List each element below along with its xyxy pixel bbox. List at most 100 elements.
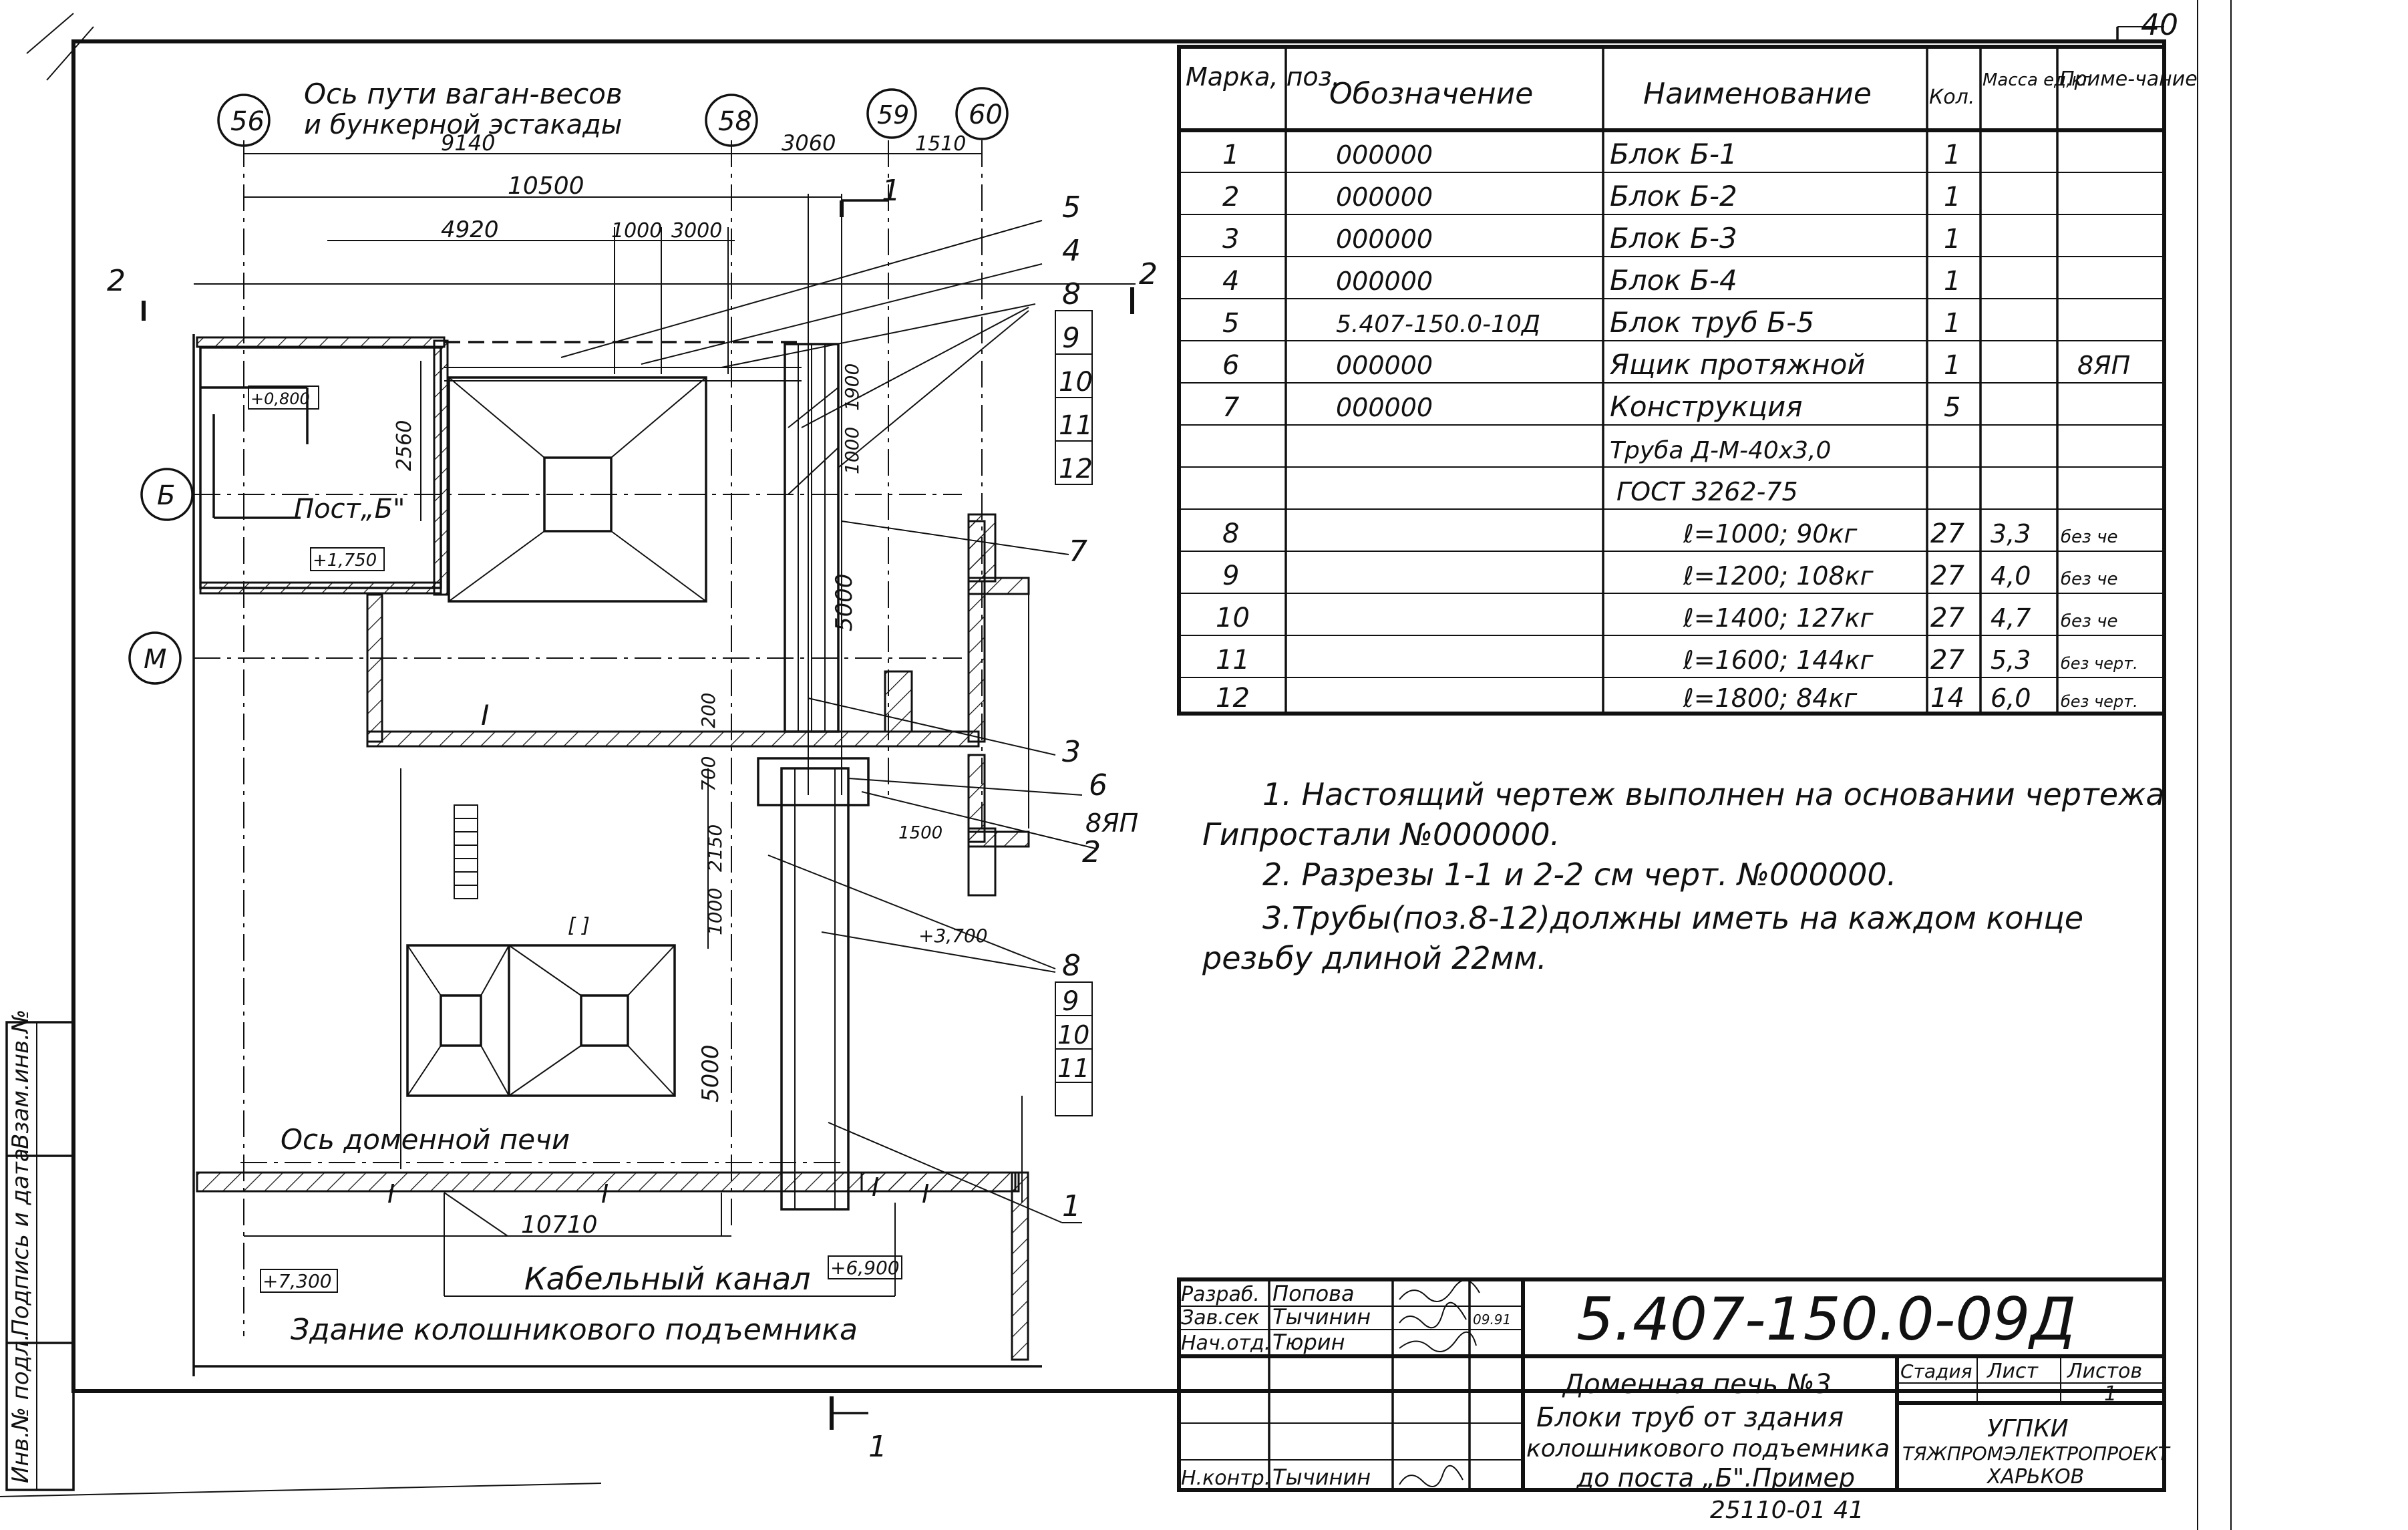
name-developer: Попова (1272, 1281, 1355, 1306)
note-1b: Гипростали №000000. (1202, 816, 1560, 853)
row-mass: 3,3 (1991, 519, 2031, 549)
callout-1: 1 (1062, 1189, 1081, 1223)
side-stamp-sign: Подпись и дата (7, 1148, 34, 1336)
beam-mark-2: I (387, 1179, 395, 1209)
role-norm-control: Н.контр. (1181, 1467, 1270, 1490)
row-mass: 6,0 (1991, 683, 2031, 713)
dim-700: 700 (697, 756, 719, 792)
row-note: без че (2061, 527, 2117, 547)
level-7300: +7,300 (263, 1270, 332, 1292)
note-2: 2. Разрезы 1-1 и 2-2 см черт. №000000. (1262, 857, 1896, 893)
callout-7: 7 (1069, 534, 1087, 569)
callout-11-bottom: 11 (1057, 1054, 1089, 1083)
plan-drawing (128, 87, 1136, 1430)
spec-header-mark: Марка, поз. (1186, 62, 1340, 92)
note-3b: резьбу длиной 22мм. (1202, 940, 1547, 976)
sheet-frame (0, 0, 2232, 1530)
name-dept-head: Тюрин (1272, 1330, 1345, 1355)
row-mark: 9 (1222, 561, 1239, 591)
axis-bubble-m (128, 631, 182, 685)
title-block (1177, 1277, 2166, 1492)
dim-3060: 3060 (782, 130, 836, 156)
org-line-3: ХАРЬКОВ (1986, 1465, 2084, 1489)
callout-3: 3 (1062, 735, 1081, 769)
section-mark-1-top: 1 (882, 174, 900, 208)
axis-label-60: 60 (969, 100, 1003, 130)
pipe-block-lower (780, 767, 850, 1211)
row-designation: 000000 (1336, 140, 1433, 170)
row-qty: 1 (1944, 266, 1960, 297)
org-line-1: УГПКИ (1987, 1415, 2069, 1442)
date-sector-head: 09.91 (1473, 1312, 1511, 1328)
row-designation: 000000 (1336, 267, 1433, 296)
section-mark-2-left: 2 (107, 264, 126, 298)
callout-2: 2 (1082, 835, 1101, 869)
row-name: ℓ=1800; 84кг (1683, 683, 1858, 713)
role-sector-head: Зав.сек (1181, 1306, 1260, 1330)
level-1750: +1,750 (313, 551, 377, 571)
row-note: без че (2061, 611, 2117, 631)
table-row: 10 ℓ=1400; 127кг 27 4,7 без че (1216, 603, 2117, 633)
row-mark: 12 (1216, 683, 1250, 714)
row-mark: 10 (1216, 603, 1250, 633)
sheets-value: 1 (2104, 1382, 2117, 1406)
sheet-label: Лист (1987, 1360, 2039, 1383)
table-row: 4 000000 Блок Б-4 1 (1222, 264, 1960, 297)
pull-box (757, 757, 870, 806)
title-line-4: до поста „Б".Пример (1576, 1463, 1855, 1493)
row-mark: 11 (1216, 645, 1250, 675)
table-row: 6 000000 Ящик протяжной 1 8ЯП (1222, 348, 2130, 381)
row-note: без черт. (2061, 654, 2138, 673)
table-row: 9 ℓ=1200; 108кг 27 4,0 без че (1222, 561, 2117, 591)
table-row: 7 000000 Конструкция 5 (1222, 390, 1960, 423)
beam-mark-4: I (872, 1173, 879, 1202)
row-name: Блок Б-4 (1610, 264, 1737, 297)
row-name: Блок Б-2 (1610, 180, 1737, 212)
callout-10-bottom: 10 (1057, 1020, 1089, 1050)
table-row: 3 000000 Блок Б-3 1 (1222, 222, 1960, 255)
spec-header-designation: Обозначение (1329, 77, 1533, 111)
bracket-marks: [ ] (568, 914, 590, 937)
table-row: 12 ℓ=1800; 84кг 14 6,0 без черт. (1216, 683, 2138, 714)
row-name: Блок Б-1 (1610, 138, 1737, 170)
dim-4920: 4920 (441, 216, 499, 243)
dim-1900: 1900 (841, 363, 863, 411)
dim-1000c: 1000 (704, 888, 726, 935)
axis-label-56: 56 (230, 106, 265, 137)
axis-bubble-b (140, 468, 194, 521)
axis-label-b: Б (157, 480, 175, 511)
dim-5000a: 5000 (831, 573, 858, 631)
name-norm-control: Тычинин (1272, 1465, 1371, 1490)
org-line-2: ТЯЖПРОМЭЛЕКТРОПРОЕКТ (1902, 1442, 2171, 1465)
axis-label-58: 58 (718, 106, 752, 137)
beam-mark-5: I (922, 1179, 929, 1209)
beam-mark-1: I (481, 699, 489, 732)
row-note: 8ЯП (2077, 351, 2130, 380)
axis-label-59: 59 (877, 100, 909, 130)
row-qty: 1 (1944, 350, 1960, 381)
row-qty: 1 (1944, 140, 1960, 170)
spec-header-note: Приме-чание (2059, 67, 2198, 91)
row-name: ℓ=1000; 90кг (1683, 519, 1858, 549)
sheets-label: Листов (2067, 1360, 2142, 1383)
axis-bubble-56 (217, 94, 271, 147)
callout-4: 4 (1062, 234, 1081, 268)
level-0800: +0,800 (250, 390, 310, 408)
spec-table (1177, 45, 2166, 716)
axis-bubble-60 (955, 87, 1009, 140)
row-mass: 5,3 (1991, 645, 2031, 675)
spec-header-name: Наименование (1643, 77, 1872, 111)
note-1a: 1. Настоящий чертеж выполнен на основани… (1262, 776, 2165, 812)
section-mark-2-right: 2 (1139, 257, 1158, 291)
title-line-3: колошникового подъемника (1526, 1435, 1890, 1463)
drawing-code: 5.407-150.0-09Д (1576, 1285, 2076, 1354)
cable-channel-label: Кабельный канал (524, 1261, 811, 1297)
table-row: 2 000000 Блок Б-2 1 (1222, 180, 1960, 212)
row-designation: 5.407-150.0-10Д (1336, 311, 1540, 338)
row-name: ГОСТ 3262-75 (1616, 477, 1798, 506)
spec-header-qty: Кол. (1929, 86, 1974, 109)
building-label: Здание колошникового подъемника (291, 1313, 858, 1347)
note-3a: 3.Трубы(поз.8-12)должны иметь на каждом … (1262, 900, 2083, 936)
callout-9-top: 9 (1062, 321, 1080, 354)
row-name: Ящик протяжной (1609, 348, 1866, 381)
